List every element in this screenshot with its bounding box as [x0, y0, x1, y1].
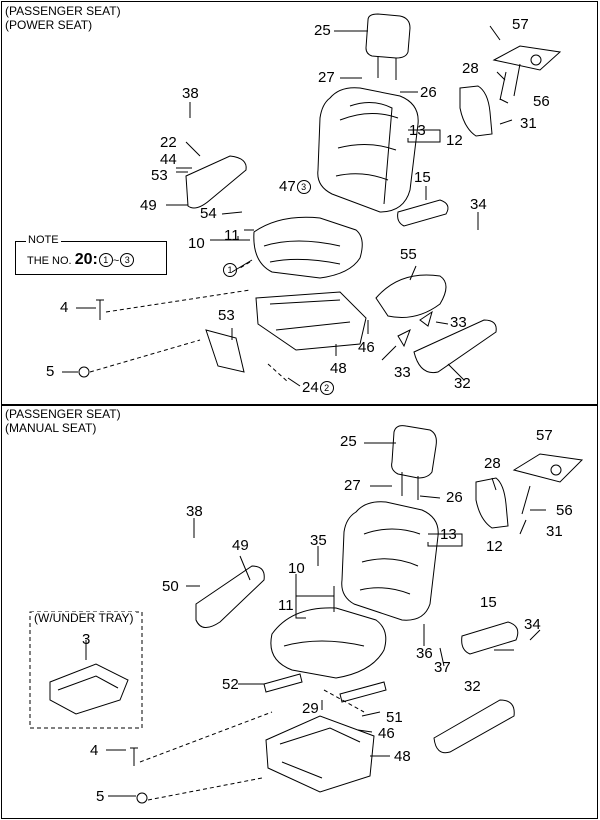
callout-33a: 33 — [450, 314, 467, 331]
power-seat-panel — [1, 1, 598, 405]
callout-36: 36 — [416, 645, 433, 662]
callout-31b: 31 — [546, 523, 563, 540]
callout-27: 27 — [318, 69, 335, 86]
callout-46b: 46 — [378, 725, 395, 742]
callout-3: 3 — [82, 631, 91, 648]
rail-51 — [339, 681, 387, 703]
circled-3: 3 — [296, 180, 311, 194]
callout-55: 55 — [400, 246, 417, 263]
callout-52: 52 — [222, 676, 239, 693]
callout-53b: 53 — [218, 307, 235, 324]
panel-title-passenger-2: (PASSENGER SEAT) — [5, 407, 121, 421]
callout-28: 28 — [462, 60, 479, 77]
circled-1: 1 — [222, 262, 237, 278]
callout-48b: 48 — [394, 748, 411, 765]
callout-53a: 53 — [151, 167, 168, 184]
panel-title-passenger: (PASSENGER SEAT) — [5, 4, 121, 18]
callout-11: 11 — [224, 227, 240, 244]
callout-22: 22 — [160, 134, 177, 151]
callout-57b: 57 — [536, 427, 553, 444]
seat-frame-bottom — [265, 715, 375, 793]
callout-28b: 28 — [484, 455, 501, 472]
callout-32: 32 — [454, 375, 471, 392]
callout-12b: 12 — [486, 538, 503, 555]
callout-32b: 32 — [464, 678, 481, 695]
callout-25: 25 — [314, 22, 331, 39]
note-text: THE NO. 20:1~3 — [27, 251, 135, 269]
callout-56b: 56 — [556, 502, 573, 519]
callout-26: 26 — [420, 84, 437, 101]
seat-frame-top — [255, 291, 367, 351]
side-cover-top — [185, 155, 247, 209]
trim-top — [413, 319, 497, 374]
headrest-post — [377, 56, 397, 80]
callout-27b: 27 — [344, 477, 361, 494]
callout-54: 54 — [200, 205, 217, 222]
side-cover-bottom — [195, 565, 265, 628]
callout-34b: 34 — [524, 616, 541, 633]
circled-2: 2 — [319, 381, 334, 395]
callout-26b: 26 — [446, 489, 463, 506]
callout-34: 34 — [470, 196, 487, 213]
under-tray-label: (W/UNDER TRAY) — [32, 611, 136, 625]
callout-13b: 13 — [440, 526, 457, 543]
back-panel-bottom — [475, 477, 509, 529]
side-panel-top — [205, 329, 245, 373]
under-tray — [49, 663, 129, 715]
tray-box — [29, 611, 143, 729]
callout-12: 12 — [446, 132, 463, 149]
callout-10: 10 — [188, 235, 205, 252]
callout-5: 5 — [46, 363, 55, 380]
seat-back-top — [317, 87, 419, 213]
seat-back-bottom — [341, 501, 439, 621]
callout-37: 37 — [434, 659, 451, 676]
callout-31: 31 — [520, 115, 537, 132]
callout-4b: 4 — [90, 742, 99, 759]
callout-10b: 10 — [288, 560, 305, 577]
callout-25b: 25 — [340, 433, 357, 450]
panel-title-manual: (MANUAL SEAT) — [5, 421, 97, 435]
manual-seat-panel — [1, 405, 598, 819]
callout-51: 51 — [386, 709, 403, 726]
callout-57: 57 — [512, 16, 529, 33]
callout-44: 44 — [160, 151, 177, 168]
armrest-bottom — [461, 621, 519, 655]
back-panel-top — [459, 85, 493, 137]
callout-49b: 49 — [232, 537, 249, 554]
tray-top — [492, 45, 562, 71]
console-top — [375, 274, 447, 318]
callout-15: 15 — [414, 169, 431, 186]
tray-bottom — [512, 453, 584, 483]
headrest-top — [365, 13, 411, 59]
callout-5b: 5 — [96, 788, 105, 805]
rail-52 — [263, 673, 303, 693]
cushion-bottom — [270, 607, 387, 679]
callout-48: 48 — [330, 360, 347, 377]
callout-11b: 11 — [278, 597, 294, 614]
callout-50: 50 — [162, 578, 179, 595]
note-title: NOTE — [26, 234, 61, 246]
armrest-top — [397, 199, 449, 227]
callout-49: 49 — [140, 197, 157, 214]
panel-title-power: (POWER SEAT) — [5, 18, 93, 32]
headrest-bottom — [391, 425, 437, 479]
callout-38: 38 — [182, 85, 199, 102]
callout-38b: 38 — [186, 503, 203, 520]
note-box — [15, 241, 167, 275]
callout-46: 46 — [358, 339, 375, 356]
callout-56: 56 — [533, 93, 550, 110]
cushion-top — [253, 216, 363, 279]
trim-bottom — [433, 699, 515, 754]
callout-35: 35 — [310, 532, 327, 549]
callout-15b: 15 — [480, 594, 497, 611]
callout-29: 29 — [302, 700, 319, 717]
callout-4: 4 — [60, 299, 69, 316]
callout-33b: 33 — [394, 364, 411, 381]
callout-13: 13 — [409, 122, 426, 139]
